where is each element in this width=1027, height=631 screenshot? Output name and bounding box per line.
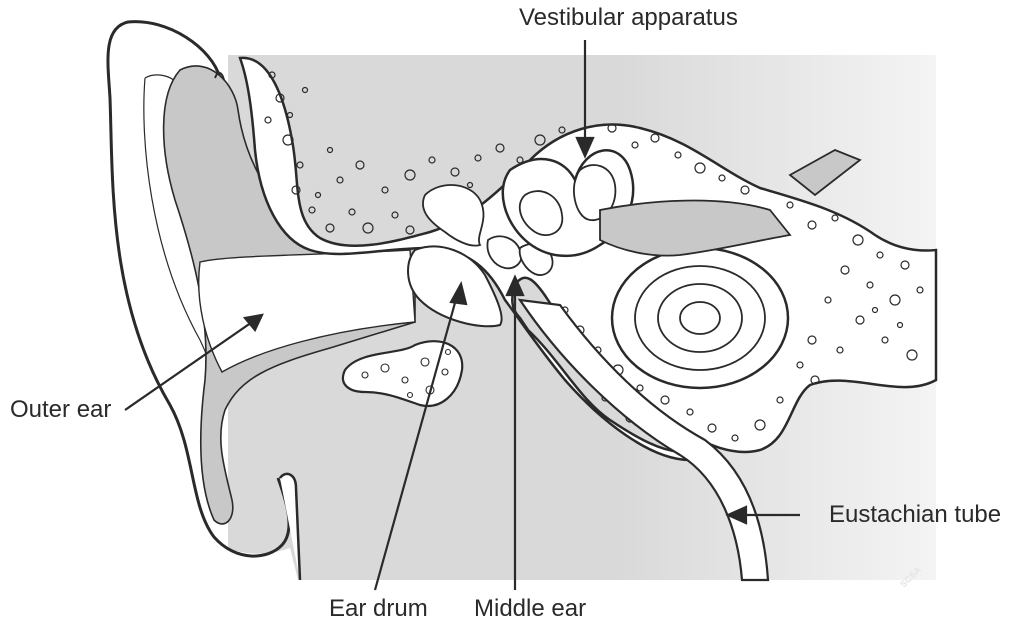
label-middle-ear: Middle ear [474,597,586,621]
label-outer-ear: Outer ear [10,398,111,422]
cochlea [612,248,788,388]
label-vestibular-apparatus: Vestibular apparatus [519,6,738,30]
label-ear-drum: Ear drum [329,597,428,621]
label-eustachian-tube: Eustachian tube [829,503,1001,527]
